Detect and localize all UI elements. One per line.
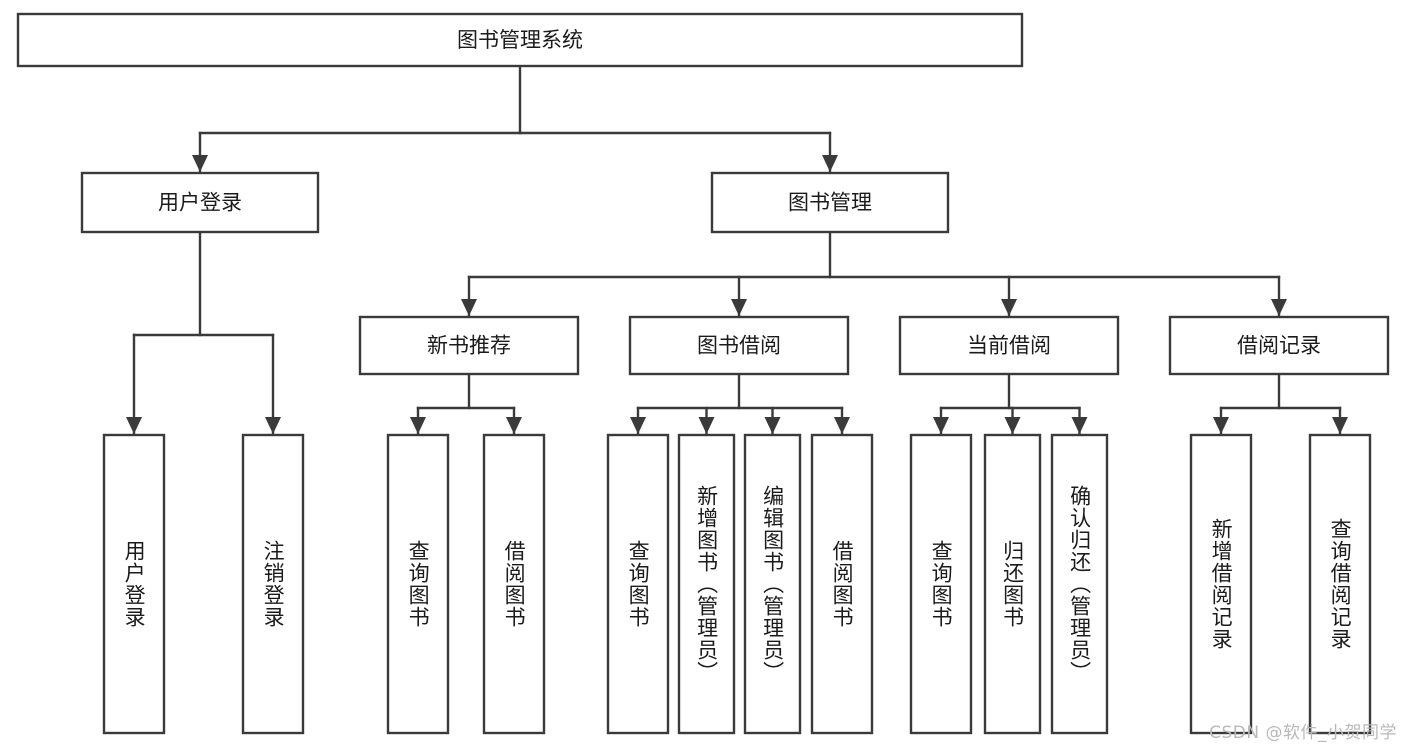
leaf-node-10[interactable] [1050, 433, 1109, 735]
arrow-head-icon [698, 417, 715, 434]
arrow-head-icon [461, 299, 477, 316]
arrow-head-icon [265, 417, 281, 434]
leaf-node-rect[interactable] [606, 433, 670, 735]
level2-node-rect[interactable] [1168, 315, 1390, 376]
leaf-node-rect[interactable] [386, 433, 450, 735]
leaf-node-11[interactable] [1189, 433, 1253, 735]
leaf-node-rect[interactable] [909, 433, 973, 735]
arrow-head-icon [1271, 299, 1287, 316]
leaf-node-rect[interactable] [810, 433, 874, 735]
leaf-node-7[interactable] [810, 433, 874, 735]
leaf-node-12[interactable] [1308, 433, 1372, 735]
level2-node-label: 当前借阅 [967, 334, 1051, 358]
arrow-head-icon [506, 417, 522, 434]
level2-node-label: 借阅记录 [1237, 334, 1321, 358]
root-node-rect[interactable] [16, 12, 1024, 68]
watermark-text: CSDN @软件_小贺同学 [1209, 723, 1397, 743]
leaf-node-5[interactable] [677, 433, 736, 735]
level2-node-label: 图书借阅 [697, 334, 781, 358]
arrow-head-icon [630, 417, 646, 434]
leaf-node-rect[interactable] [743, 433, 802, 735]
arrow-head-icon [1332, 417, 1348, 434]
leaf-node-3[interactable] [482, 433, 546, 735]
leaf-node-rect[interactable] [1189, 433, 1253, 735]
leaf-node-0[interactable] [102, 433, 166, 735]
arrow-head-icon [1004, 417, 1021, 434]
arrow-head-icon [731, 299, 747, 316]
arrow-head-icon [764, 417, 781, 434]
leaf-node-rect[interactable] [482, 433, 546, 735]
level1-node-rect[interactable] [80, 171, 320, 234]
level2-node-rect[interactable] [358, 315, 580, 376]
leaf-node-1[interactable] [241, 433, 305, 735]
leaf-node-rect[interactable] [102, 433, 166, 735]
leaf-node-4[interactable] [606, 433, 670, 735]
leaf-node-6[interactable] [743, 433, 802, 735]
arrow-head-icon [1001, 299, 1017, 316]
level2-node-label: 新书推荐 [427, 334, 511, 358]
arrow-head-icon [192, 155, 208, 172]
leaf-node-2[interactable] [386, 433, 450, 735]
leaf-node-9[interactable] [983, 433, 1042, 735]
leaf-node-rect[interactable] [677, 433, 736, 735]
level2-node-rect[interactable] [628, 315, 850, 376]
level2-node-3[interactable]: 借阅记录 [1168, 315, 1390, 376]
level1-node-0[interactable]: 用户登录 [80, 171, 320, 234]
leaf-node-rect[interactable] [1308, 433, 1372, 735]
arrow-head-icon [410, 417, 426, 434]
level1-node-rect[interactable] [710, 171, 950, 234]
connector-links-layer [126, 64, 1348, 435]
arrow-head-icon [1071, 417, 1088, 434]
level2-node-1[interactable]: 图书借阅 [628, 315, 850, 376]
level2-node-0[interactable]: 新书推荐 [358, 315, 580, 376]
level2-node-2[interactable]: 当前借阅 [898, 315, 1120, 376]
leaf-node-rect[interactable] [241, 433, 305, 735]
arrow-head-icon [126, 417, 142, 434]
level1-node-label: 用户登录 [158, 191, 242, 215]
level1-node-1[interactable]: 图书管理 [710, 171, 950, 234]
leaf-node-rect[interactable] [983, 433, 1042, 735]
root-node-label: 图书管理系统 [457, 28, 583, 52]
arrow-head-icon [834, 417, 850, 434]
arrow-head-icon [1213, 417, 1229, 434]
leaf-node-8[interactable] [909, 433, 973, 735]
arrow-head-icon [822, 155, 838, 172]
arrow-head-icon [933, 417, 949, 434]
leaf-node-rect[interactable] [1050, 433, 1109, 735]
root-node-0[interactable]: 图书管理系统 [16, 12, 1024, 68]
level2-node-rect[interactable] [898, 315, 1120, 376]
level1-node-label: 图书管理 [788, 191, 872, 215]
